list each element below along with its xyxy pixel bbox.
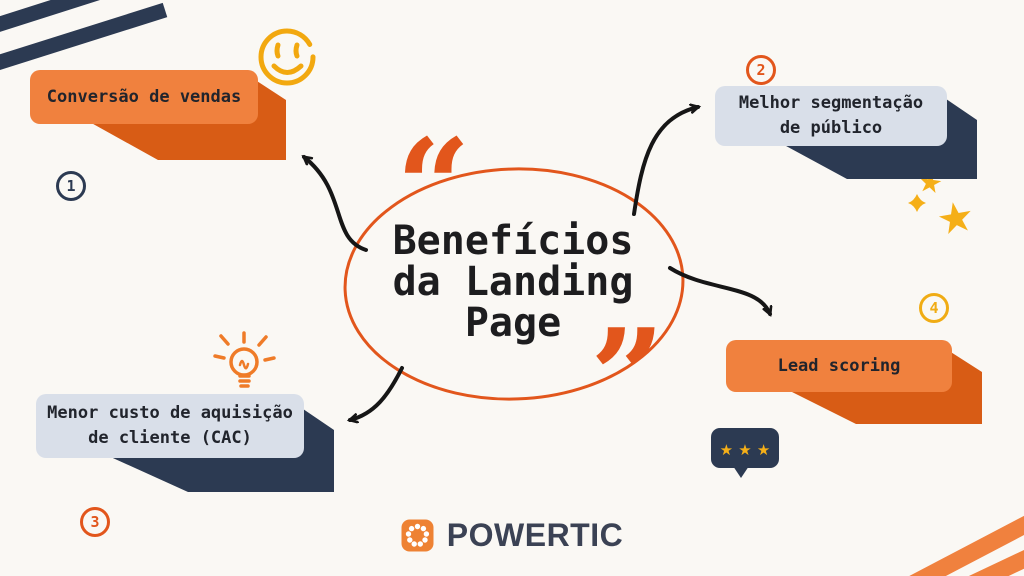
brand-logo: POWERTIC	[0, 517, 1024, 554]
bubble-stars-text: ★ ★ ★	[720, 441, 771, 459]
step-badge-3: 3	[80, 507, 110, 537]
node-1-face: Conversão de vendas	[30, 70, 258, 124]
title-line-1: Benefícios	[392, 218, 634, 264]
node-1-label: Conversão de vendas	[46, 86, 242, 107]
step-badge-2: 2	[746, 55, 776, 85]
arrow-to-node-2	[632, 107, 698, 216]
step-badge-1: 1	[56, 171, 86, 201]
lightbulb-icon	[213, 331, 276, 388]
chat-bubble-stars-icon: ★ ★ ★	[711, 428, 779, 478]
node-3-face: Menor custo de aquisição de cliente (CAC…	[36, 394, 304, 458]
star-sparkle	[908, 194, 926, 212]
page-title: Benefícios da Landing Page	[332, 221, 694, 343]
powertic-logo-text: POWERTIC	[446, 517, 624, 553]
node-melhor-segmentacao: Melhor segmentação de público	[715, 86, 977, 181]
arrow-to-node-3	[350, 366, 404, 420]
node-4-face: Lead scoring	[726, 340, 952, 392]
title-line-2: da Landing	[392, 258, 634, 305]
star-large: ★	[933, 190, 979, 245]
node-3-label: Menor custo de aquisição de cliente (CAC…	[47, 403, 293, 448]
step-badge-4: 4	[919, 293, 949, 323]
top-left-stripes-icon	[0, 0, 168, 70]
node-2-label: Melhor segmentação de público	[738, 93, 924, 138]
powertic-logo-icon	[401, 519, 434, 552]
node-4-label: Lead scoring	[777, 355, 901, 376]
node-2-face: Melhor segmentação de público	[715, 86, 947, 146]
title-line-3: Page	[464, 299, 562, 346]
node-lead-scoring: Lead scoring	[726, 340, 982, 426]
node-conversao-de-vendas: Conversão de vendas	[30, 70, 286, 162]
node-menor-custo-cac: Menor custo de aquisição de cliente (CAC…	[36, 394, 334, 494]
